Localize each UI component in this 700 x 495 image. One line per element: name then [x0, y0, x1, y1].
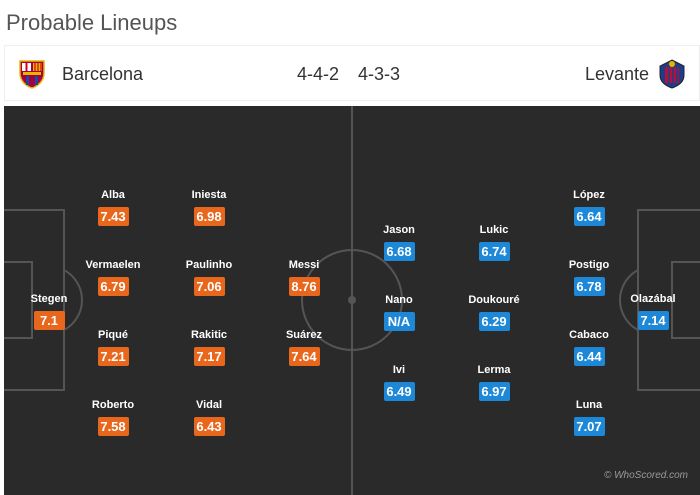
- player-name: Roberto: [91, 399, 135, 411]
- player-card[interactable]: Doukouré 6.29: [454, 293, 534, 331]
- player-rating: 6.98: [193, 207, 225, 226]
- player-rating: 6.64: [573, 207, 605, 226]
- away-team-name[interactable]: Levante: [585, 64, 650, 84]
- player-rating: 7.14: [637, 311, 669, 330]
- away-formation: 4-3-3: [358, 64, 401, 84]
- player-card[interactable]: Alba 7.43: [73, 188, 153, 226]
- player-rating: 6.68: [383, 242, 415, 261]
- player-name: Alba: [101, 189, 125, 201]
- player-rating: 6.97: [478, 382, 510, 401]
- player-name: Stegen: [30, 293, 68, 305]
- player-name: Jason: [383, 224, 415, 236]
- player-rating: 8.76: [288, 277, 320, 296]
- player-rating: 7.58: [97, 417, 129, 436]
- player-rating: 6.79: [97, 277, 129, 296]
- player-rating: 6.43: [193, 417, 225, 436]
- player-card[interactable]: Vermaelen 6.79: [73, 258, 153, 296]
- player-card[interactable]: Vidal 6.43: [169, 398, 249, 436]
- player-rating: 7.07: [573, 417, 605, 436]
- player-name: Doukouré: [468, 294, 520, 306]
- team-header: Barcelona 4-4-2 4-3-3 Levante: [4, 45, 700, 101]
- player-name: Ivi: [392, 364, 406, 376]
- player-card[interactable]: Jason 6.68: [359, 223, 439, 261]
- home-formation: 4-4-2: [297, 64, 340, 84]
- player-name: Paulinho: [185, 259, 233, 271]
- player-card[interactable]: Piqué 7.21: [73, 328, 153, 366]
- player-rating: 7.17: [193, 347, 225, 366]
- player-card[interactable]: Lukic 6.74: [454, 223, 534, 261]
- player-name: Postigo: [568, 259, 610, 271]
- player-card[interactable]: Roberto 7.58: [73, 398, 153, 436]
- player-name: Messi: [288, 259, 320, 271]
- player-card[interactable]: Suárez 7.64: [264, 328, 344, 366]
- player-rating: 7.21: [97, 347, 129, 366]
- player-rating: 7.64: [288, 347, 320, 366]
- player-name: Rakitic: [190, 329, 228, 341]
- player-name: Piqué: [98, 329, 128, 341]
- player-name: Cabaco: [569, 329, 609, 341]
- player-card[interactable]: Paulinho 7.06: [169, 258, 249, 296]
- player-name: López: [573, 189, 605, 201]
- player-rating: 6.78: [573, 277, 605, 296]
- player-rating: 7.06: [193, 277, 225, 296]
- player-rating: 6.44: [573, 347, 605, 366]
- player-card[interactable]: Ivi 6.49: [359, 363, 439, 401]
- player-name: Iniesta: [191, 189, 227, 201]
- page-title: Probable Lineups: [6, 10, 178, 35]
- player-card[interactable]: Rakitic 7.17: [169, 328, 249, 366]
- whoscored-watermark: © WhoScored.com: [603, 470, 688, 481]
- player-rating: 7.1: [33, 311, 65, 330]
- barcelona-crest-icon: [19, 60, 45, 89]
- player-rating: 6.74: [478, 242, 510, 261]
- player-card[interactable]: López 6.64: [549, 188, 629, 226]
- player-card[interactable]: Olazábal 7.14: [613, 292, 693, 330]
- player-card[interactable]: Lerma 6.97: [454, 363, 534, 401]
- player-card[interactable]: Iniesta 6.98: [169, 188, 249, 226]
- player-card[interactable]: Luna 7.07: [549, 398, 629, 436]
- player-rating: 6.49: [383, 382, 415, 401]
- pitch: Stegen 7.1 Alba 7.43 Vermaelen 6.79 Piqué 7.…: [4, 106, 700, 495]
- player-rating: 7.43: [97, 207, 129, 226]
- player-name: Vermaelen: [85, 259, 141, 271]
- player-name: Lukic: [479, 224, 509, 236]
- player-rating: N/A: [383, 312, 415, 331]
- player-name: Luna: [575, 399, 603, 411]
- player-name: Nano: [385, 294, 413, 306]
- player-card[interactable]: Stegen 7.1: [9, 292, 89, 330]
- player-rating: 6.29: [478, 312, 510, 331]
- home-team-name[interactable]: Barcelona: [62, 64, 144, 84]
- levante-crest-icon: [659, 59, 685, 89]
- player-name: Vidal: [195, 399, 223, 411]
- player-card[interactable]: Cabaco 6.44: [549, 328, 629, 366]
- player-name: Lerma: [477, 364, 511, 376]
- player-name: Olazábal: [630, 293, 676, 305]
- player-card[interactable]: Messi 8.76: [264, 258, 344, 296]
- player-name: Suárez: [285, 329, 323, 341]
- player-card[interactable]: Postigo 6.78: [549, 258, 629, 296]
- pitch-markings: [4, 106, 700, 495]
